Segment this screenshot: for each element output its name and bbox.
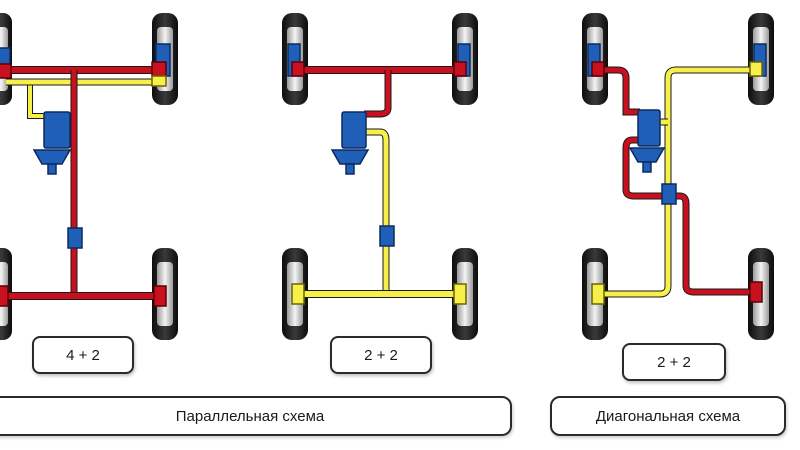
diagram-3-2plus2-diagonal bbox=[582, 13, 774, 340]
circuit-1-lines bbox=[296, 66, 462, 118]
master-cylinder bbox=[32, 111, 72, 175]
rear-right-caliper bbox=[453, 283, 467, 305]
config-label-2: 2 + 2 bbox=[330, 336, 432, 374]
front-left-caliper bbox=[587, 43, 605, 77]
config-label-1: 4 + 2 bbox=[32, 336, 134, 374]
pressure-regulator bbox=[379, 225, 395, 247]
pressure-regulator bbox=[67, 227, 83, 249]
circuit-2-lines bbox=[296, 128, 462, 298]
rear-left-caliper bbox=[591, 283, 605, 305]
front-right-caliper bbox=[151, 43, 171, 87]
rear-right-caliper bbox=[749, 281, 763, 303]
front-right-caliper bbox=[453, 43, 471, 77]
rear-left-caliper bbox=[291, 283, 305, 305]
diagram-1-4plus2 bbox=[0, 13, 178, 340]
master-cylinder bbox=[330, 111, 370, 175]
rear-right-caliper bbox=[153, 285, 167, 307]
front-right-caliper bbox=[749, 43, 767, 77]
scheme-caption-diagonal: Диагональная схема bbox=[550, 396, 786, 436]
master-cylinder bbox=[628, 109, 666, 173]
config-label-3: 2 + 2 bbox=[622, 343, 726, 381]
circuit-2-lines bbox=[596, 66, 756, 298]
circuit-1-lines bbox=[0, 66, 162, 300]
rear-left-caliper bbox=[0, 285, 9, 307]
diagram-2-2plus2-parallel bbox=[282, 13, 478, 340]
circuit-2-lines bbox=[6, 78, 160, 119]
circuit-1-lines bbox=[600, 66, 754, 296]
front-left-caliper bbox=[0, 47, 12, 79]
front-left-caliper bbox=[287, 43, 305, 77]
scheme-caption-parallel: Параллельная схема bbox=[0, 396, 512, 436]
pressure-regulator bbox=[661, 183, 677, 205]
